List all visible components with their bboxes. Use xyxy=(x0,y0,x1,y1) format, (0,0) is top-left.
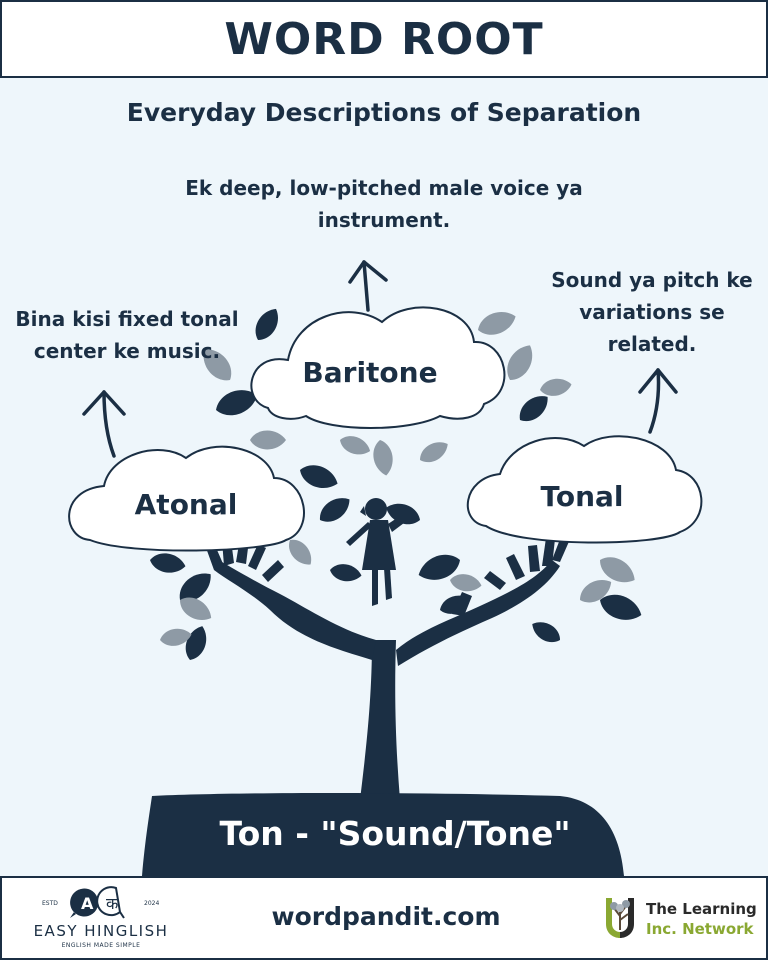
footer: ESTD A क 2024 EASY HINGLISH ENGLISH MADE… xyxy=(0,876,768,960)
definition-baritone: Ek deep, low-pitched male voice ya instr… xyxy=(185,176,583,232)
cloud-icon xyxy=(68,306,703,552)
definition-tonal: Sound ya pitch ke variations se related. xyxy=(551,268,753,356)
tree-illustration xyxy=(68,260,703,876)
subtitle: Everyday Descriptions of Separation xyxy=(126,98,642,127)
word-baritone: Baritone xyxy=(302,356,438,389)
tree-logo-icon xyxy=(606,898,634,938)
badge-k: क xyxy=(106,894,119,913)
website-link[interactable]: wordpandit.com xyxy=(271,902,501,931)
word-atonal: Atonal xyxy=(134,488,238,521)
year-label: 2024 xyxy=(144,900,160,907)
easy-hinglish-logo: ESTD A क 2024 EASY HINGLISH ENGLISH MADE… xyxy=(26,884,176,956)
root-ground xyxy=(142,793,624,876)
hand-icon xyxy=(205,534,571,800)
learning-inc-line1: The Learning xyxy=(646,900,757,918)
definition-atonal: Bina kisi fixed tonal center ke music. xyxy=(15,307,239,363)
easy-hinglish-tagline: ENGLISH MADE SIMPLE xyxy=(61,942,141,949)
child-silhouette-icon xyxy=(346,498,416,606)
root-label: Ton - "Sound/Tone" xyxy=(219,814,571,853)
arrow-up-icon xyxy=(82,260,678,458)
easy-hinglish-name: EASY HINGLISH xyxy=(33,922,169,940)
estd-label: ESTD xyxy=(42,900,58,907)
word-tonal: Tonal xyxy=(540,480,624,513)
learning-inc-line2: Inc. Network xyxy=(646,920,754,938)
page-title: WORD ROOT xyxy=(224,13,544,65)
header-banner: WORD ROOT xyxy=(0,0,768,78)
learning-inc-logo: The Learning Inc. Network xyxy=(600,890,760,950)
badge-a: A xyxy=(81,894,94,913)
speech-bubble-icon: A क xyxy=(70,886,125,919)
